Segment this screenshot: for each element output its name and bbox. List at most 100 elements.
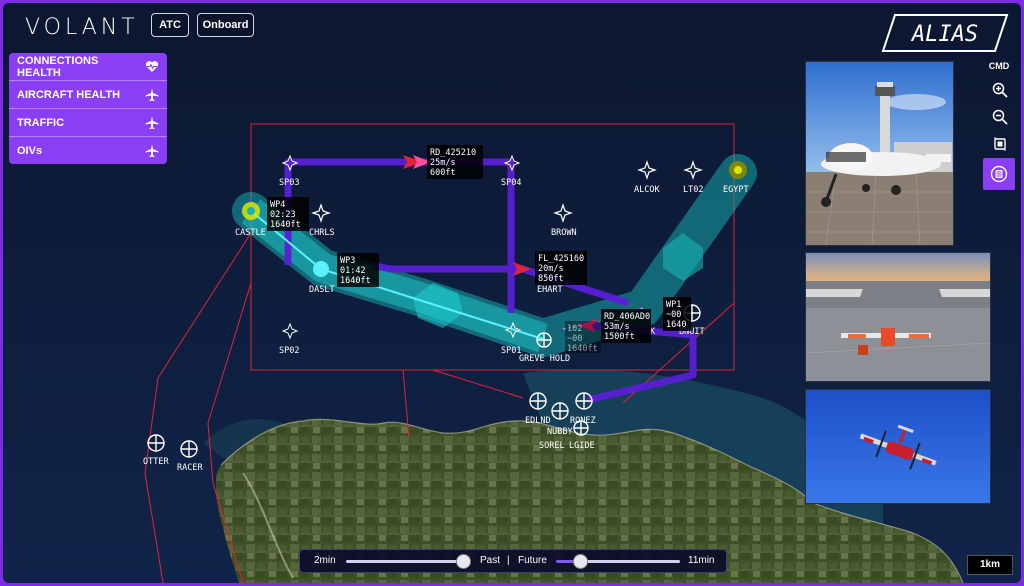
tag-alt: 1640ft bbox=[270, 220, 301, 230]
waypoint-tag-wp4[interactable]: WP4 02:23 1640ft bbox=[267, 197, 309, 231]
island-landmass bbox=[215, 419, 964, 583]
zoom-out-button[interactable] bbox=[985, 102, 1015, 132]
wp-sp02-label: SP02 bbox=[279, 346, 299, 356]
zoom-in-icon bbox=[992, 82, 1008, 98]
past-track[interactable] bbox=[346, 560, 462, 563]
wp-egypt-label: EGYPT bbox=[723, 185, 749, 195]
past-slider-handle[interactable] bbox=[456, 554, 471, 569]
zoom-out-icon bbox=[992, 109, 1008, 125]
beach bbox=[242, 472, 294, 579]
tag-alt: 1640ft bbox=[340, 276, 371, 286]
airplane-icon bbox=[145, 116, 159, 130]
wp-sorel-label: SOREL bbox=[539, 441, 565, 451]
panel-traffic[interactable]: TRAFFIC bbox=[9, 109, 167, 137]
waypoint-labels: SP03 SP04 SP02 SP01 ALCOK LT02 EGYPT CAS… bbox=[143, 178, 749, 473]
tag-time: ~00 bbox=[666, 310, 681, 320]
wp-chrls-label: CHRLS bbox=[309, 228, 335, 238]
wp-daslt-label: DASLT bbox=[309, 285, 335, 295]
panel-connections-health[interactable]: CONNECTIONS HEALTH bbox=[9, 53, 167, 81]
tag-alt: 850ft bbox=[538, 274, 564, 284]
coastline bbox=[220, 418, 964, 583]
airborne-photo bbox=[806, 390, 990, 503]
camera-feed-icon bbox=[990, 165, 1008, 183]
tag-alt: 600ft bbox=[430, 168, 456, 178]
waypoint-tag-wp3[interactable]: WP3 01:42 1640ft bbox=[337, 253, 379, 287]
aircraft-tag-rd-425210[interactable]: RD_425210 25m/s 600ft bbox=[427, 145, 483, 179]
layers-button[interactable] bbox=[985, 129, 1015, 159]
waypoint-markers bbox=[281, 154, 703, 340]
volant-logo: VOLANT bbox=[25, 15, 139, 40]
wp-greve-label: GREVE HOLD bbox=[519, 354, 570, 364]
tag-speed: 25m/s bbox=[430, 158, 456, 168]
panel-item-label: OIVs bbox=[17, 144, 43, 157]
wp-sp01-label: SP01 bbox=[501, 346, 521, 356]
wp-bnuit-label: BNUIT bbox=[679, 327, 705, 337]
wp-lt02-label: LT02 bbox=[683, 185, 703, 195]
zoom-in-button[interactable] bbox=[985, 75, 1015, 105]
wp-lgide-label: LGIDE bbox=[569, 441, 595, 451]
panel-oivs[interactable]: OIVs bbox=[9, 137, 167, 164]
wp-alcok-label: ALCOK bbox=[634, 185, 660, 195]
airplane-icon bbox=[145, 144, 159, 158]
tag-id: FL_425160 bbox=[538, 254, 584, 264]
alias-logo-text: ALIAS bbox=[910, 22, 978, 47]
aircraft-rd-425210[interactable] bbox=[403, 155, 431, 169]
camera-feed-button[interactable] bbox=[983, 158, 1015, 190]
panel-aircraft-health[interactable]: AIRCRAFT HEALTH bbox=[9, 81, 167, 109]
atc-button[interactable]: ATC bbox=[151, 13, 189, 37]
runway-photo bbox=[806, 253, 990, 381]
camera-feed-runway[interactable] bbox=[805, 252, 991, 382]
aircraft-tag-rd-406ad0[interactable]: RD_406AD0 53m/s 1500ft bbox=[601, 309, 651, 343]
tag-time: 02:23 bbox=[270, 210, 296, 220]
tag-wp: WP4 bbox=[270, 200, 285, 210]
ghost-line-2: 1640ft bbox=[567, 344, 598, 354]
past-label: Past bbox=[480, 555, 501, 566]
wp-ehart-label: EHART bbox=[537, 285, 563, 295]
future-slider-handle[interactable] bbox=[573, 554, 588, 569]
wp-castle-label: CASTLE bbox=[235, 228, 266, 238]
future-track-rest[interactable] bbox=[582, 560, 680, 563]
panel-item-label: AIRCRAFT HEALTH bbox=[17, 88, 121, 101]
cmd-label: CMD bbox=[988, 61, 1010, 71]
wp-racer-label: RACER bbox=[177, 463, 203, 473]
alias-logo: ALIAS bbox=[881, 14, 1009, 52]
wp-k-label: K bbox=[650, 327, 656, 337]
wp-otter-label: OTTER bbox=[143, 457, 169, 467]
heart-pulse-icon bbox=[145, 60, 159, 74]
ghost-line-1: ~00 bbox=[567, 334, 582, 344]
aircraft-fl-425160[interactable] bbox=[513, 262, 531, 276]
aircraft-rd-406ad0[interactable] bbox=[578, 319, 598, 333]
app-frame: SP03 SP04 SP02 SP01 ALCOK LT02 EGYPT CAS… bbox=[3, 3, 1021, 583]
airplane-icon bbox=[145, 88, 159, 102]
waypoint-tag-wp1[interactable]: WP1 ~00 1640 bbox=[663, 297, 691, 331]
tag-time: 01:42 bbox=[340, 266, 366, 276]
tag-wp: WP1 bbox=[666, 300, 681, 310]
onboard-button[interactable]: Onboard bbox=[197, 13, 254, 37]
tag-wp: WP3 bbox=[340, 256, 355, 266]
wp-sp03-label: SP03 bbox=[279, 178, 299, 188]
panel-item-label: CONNECTIONS HEALTH bbox=[17, 54, 99, 79]
future-window-value: 11min bbox=[688, 555, 715, 566]
status-panel: CONNECTIONS HEALTH AIRCRAFT HEALTH TRAFF… bbox=[9, 53, 167, 164]
wp-edlnd-label: EDLND bbox=[525, 416, 551, 426]
layers-icon bbox=[994, 137, 1006, 151]
future-label: Future bbox=[518, 555, 547, 566]
ghost-aircraft-tag: 102 ~00 1640ft bbox=[565, 321, 601, 354]
time-slider[interactable]: 2min Past | Future 11min bbox=[299, 549, 727, 573]
tag-id: RD_406AD0 bbox=[604, 312, 650, 322]
airport-photo bbox=[806, 62, 953, 245]
wp-nubby-label: NUBBY bbox=[547, 427, 573, 437]
camera-feed-airborne[interactable] bbox=[805, 389, 991, 504]
camera-feed-airport[interactable] bbox=[805, 61, 954, 246]
separator: | bbox=[507, 555, 510, 566]
ghost-line-3: 102 bbox=[567, 324, 582, 334]
airspace-boundary bbox=[250, 123, 735, 371]
wp-ronez-label: RONEZ bbox=[570, 416, 596, 426]
wp-sp04-label: SP04 bbox=[501, 178, 521, 188]
tag-speed: 20m/s bbox=[538, 264, 564, 274]
tag-alt: 1640 bbox=[666, 320, 686, 330]
aircraft-tag-fl-425160[interactable]: FL_425160 20m/s 850ft bbox=[535, 251, 587, 285]
tag-id: RD_425210 bbox=[430, 148, 476, 158]
reporting-points bbox=[147, 304, 701, 458]
wp-brown-label: BROWN bbox=[551, 228, 577, 238]
